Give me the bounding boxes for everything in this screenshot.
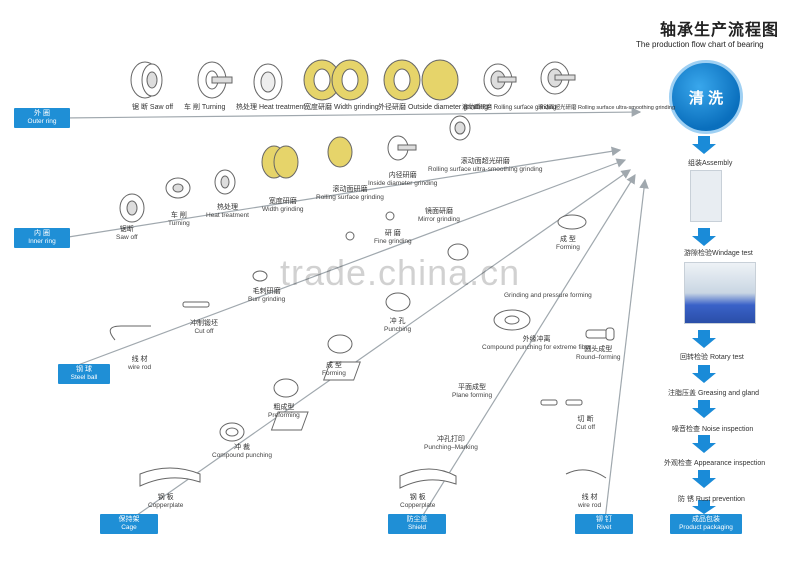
tag-label-en: Steel ball (62, 374, 106, 382)
cage-step-grinding-pressure: Grinding and pressure forming (504, 292, 592, 300)
tag-label-cn: 钢 球 (76, 366, 92, 373)
outer-step-saw-off: 锯 断 Saw off (132, 104, 173, 112)
tag-label-en: Inner ring (18, 238, 66, 246)
right-step-rotary: 回转检验 Rotary test (680, 352, 744, 362)
tag-label-cn: 成品包装 (692, 516, 720, 523)
tag-label-en: Cage (104, 524, 154, 532)
tag-inner-ring: 内 圈 Inner ring (14, 228, 70, 248)
tag-product-packaging: 成品包装 Product packaging (670, 514, 742, 534)
tag-label-en: Product packaging (674, 524, 738, 532)
assembly-photo (690, 170, 722, 222)
tag-rivet: 铆 钉 Rivet (575, 514, 633, 534)
tag-label-cn: 铆 钉 (596, 516, 612, 523)
tag-outer-ring: 外 圈 Outer ring (14, 108, 70, 128)
outer-step-heat: 热处理 Heat treatment (236, 104, 305, 112)
tag-label-cn: 防尘盖 (407, 516, 428, 523)
tag-steel-ball: 钢 球 Steel ball (58, 364, 110, 384)
tag-shield: 防尘盖 Shield (388, 514, 446, 534)
watermark: trade.china.cn (280, 252, 520, 294)
outer-step-ultra-smoothing: 滚动面超光研磨 Rolling surface ultra-smoothing … (538, 104, 675, 112)
chart-title-cn: 轴承生产流程图 (660, 16, 779, 40)
right-step-greasing: 注脂压盖 Greasing and gland (668, 388, 759, 398)
cleaning-circle: 清 洗 (669, 60, 743, 134)
tag-label-cn: 保持架 (119, 516, 140, 523)
tag-label-cn: 外 圈 (34, 110, 50, 117)
chart-title-en: The production flow chart of bearing (636, 40, 764, 49)
tag-label-en: Outer ring (18, 118, 66, 126)
right-step-windage: 游隙检验Windage test (684, 248, 753, 258)
outer-step-turning: 车 削 Turning (184, 104, 225, 112)
tag-label-en: Shield (392, 524, 442, 532)
right-step-assembly: 组装Assembly (688, 158, 732, 168)
tag-label-en: Rivet (579, 524, 629, 532)
right-step-appearance: 外观检查 Appearance inspection (664, 458, 765, 468)
outer-step-width-grinding: 宽度研磨 Width grinding (304, 104, 379, 112)
right-step-noise: 噪音检查 Noise inspection (672, 424, 753, 434)
windage-photo (684, 262, 756, 324)
tag-label-cn: 内 圈 (34, 230, 50, 237)
right-step-rust: 防 锈 Rust prevention (678, 494, 745, 504)
tag-cage: 保持架 Cage (100, 514, 158, 534)
